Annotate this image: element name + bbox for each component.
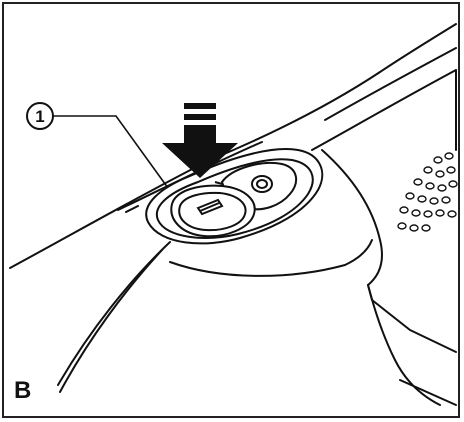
callout-number: 1 [35, 107, 44, 126]
power-button-icon[interactable] [170, 184, 256, 238]
appliance-body [9, 23, 457, 406]
down-arrow-icon [162, 103, 238, 178]
vent-grille [397, 152, 458, 232]
panel-letter: B [14, 377, 31, 404]
callout-circle [26, 102, 54, 130]
callout-leader-line [52, 115, 169, 189]
